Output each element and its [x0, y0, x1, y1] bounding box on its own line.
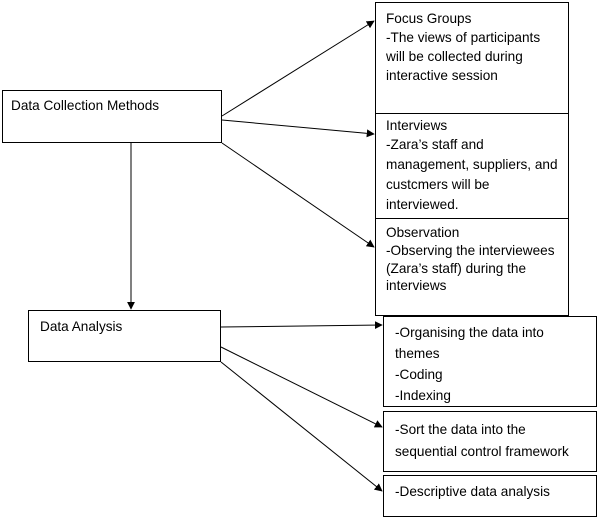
- data-collection-methods-box: Data Collection Methods: [2, 90, 222, 143]
- sort-data-line: -Sort the data into the sequential contr…: [395, 422, 569, 459]
- organising-themes-box: -Organising the data into themes -Coding…: [383, 316, 597, 407]
- data-analysis-title: Data Analysis: [40, 319, 123, 334]
- descriptive-analysis-line: -Descriptive data analysis: [395, 484, 550, 499]
- coding-line: -Coding: [395, 367, 443, 382]
- interviews-title: Interviews: [386, 118, 448, 133]
- descriptive-analysis-box: -Descriptive data analysis: [383, 475, 597, 517]
- organising-line: -Organising the data into themes: [395, 325, 544, 361]
- observation-detail: -Observing the interviewees (Zara’s staf…: [386, 243, 555, 293]
- focus-groups-detail: -The views of participants will be colle…: [386, 30, 541, 83]
- arrow-analysis-to-organising: [220, 321, 383, 330]
- interviews-detail: -Zara’s staff and management, suppliers,…: [386, 137, 558, 212]
- data-collection-methods-title: Data Collection Methods: [11, 98, 160, 113]
- focus-groups-box: Focus Groups -The views of participants …: [375, 2, 569, 114]
- arrow-collection-to-focus-groups: [221, 20, 375, 117]
- arrow-collection-to-observation: [221, 142, 375, 248]
- observation-box: Observation -Observing the interviewees …: [375, 218, 569, 316]
- sequential-framework-box: -Sort the data into the sequential contr…: [383, 411, 597, 472]
- data-analysis-box: Data Analysis: [28, 310, 221, 362]
- observation-title: Observation: [386, 225, 460, 240]
- interviews-box: Interviews -Zara’s staff and management,…: [375, 113, 569, 219]
- arrow-collection-to-interviews: [221, 119, 375, 138]
- focus-groups-title: Focus Groups: [386, 11, 472, 26]
- arrow-analysis-to-sort: [220, 346, 383, 428]
- arrow-analysis-to-descriptive: [220, 361, 383, 492]
- indexing-line: -Indexing: [395, 388, 451, 403]
